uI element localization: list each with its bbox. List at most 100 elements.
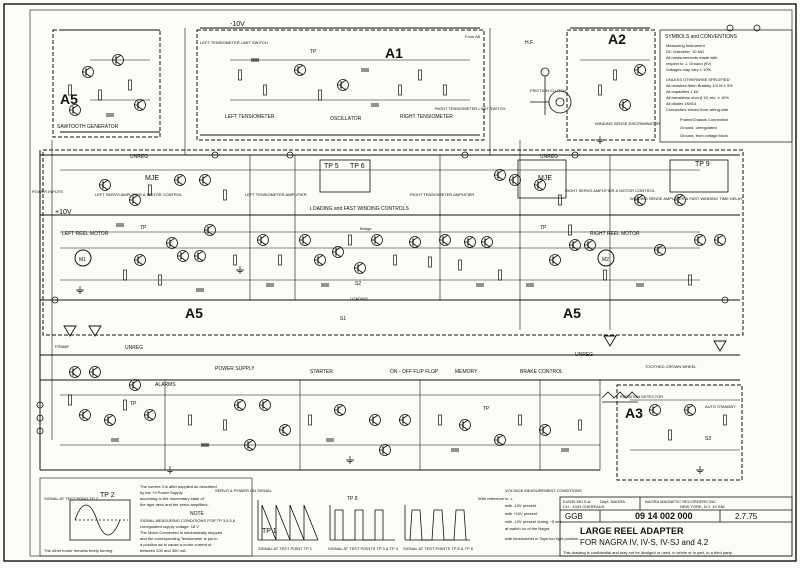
- testpoint-tp6: TP 6: [350, 163, 365, 170]
- block-a3-label: A3: [625, 405, 643, 421]
- label-loading: LOADING: [350, 296, 368, 301]
- component-m1: M1: [79, 257, 86, 263]
- label-on-off-flip-flop: ON - OFF FLIP FLOP: [390, 369, 439, 375]
- component-s2: S2: [355, 281, 361, 287]
- label-minus10v: -10V: [230, 21, 245, 28]
- testpoint-tp4: TP: [540, 225, 547, 231]
- symbols-line12: Frame/Chassis Connection: [680, 117, 728, 122]
- note-line2: by the +9 Power Supply,: [140, 490, 183, 495]
- label-winding-sense-discriminator: WINDING SENSE DISCRIMINATOR: [595, 121, 660, 126]
- voltage-condition-4: with -10V present during ~5 sec: [505, 519, 561, 524]
- label-memory: MEMORY: [455, 369, 478, 375]
- label-plus10v: +10V: [55, 209, 72, 216]
- title-block-us-company: NAGRA MAGNETIC RECORDERS INC.: [645, 499, 717, 504]
- label-left-tensiometer: LEFT TENSIOMETER: [225, 114, 275, 120]
- label-right-reel-motor: RIGHT REEL MOTOR: [590, 231, 640, 237]
- label-loading-fast-winding: LOADING and FAST WINDING CONTROLS: [310, 206, 409, 212]
- note-line8: and the corresponding Tensiometer is put…: [140, 536, 218, 541]
- label-brake-control: BRAKE CONTROL: [520, 369, 563, 375]
- note-title: NOTE: [190, 511, 205, 517]
- voltage-condition-6: with tensiometer in Tape too tight posit…: [505, 536, 578, 541]
- component-m2: M2: [602, 257, 609, 263]
- label-power-supply: POWER SUPPLY: [215, 366, 255, 372]
- label-alarms: ALARMS: [155, 382, 176, 388]
- label-unreg-3: UNREG: [125, 345, 143, 351]
- label-sawtooth-generator: SAWTOOTH GENERATOR: [57, 124, 119, 130]
- label-frame: FRAME: [55, 344, 69, 349]
- symbols-line14: Ground, from voltage block: [680, 133, 728, 138]
- symbols-line8: All capacities 1 kV: [666, 89, 699, 94]
- signal-tp1-caption: SIGNAL AT TEST POINT TP 1: [258, 546, 313, 551]
- symbols-line11: Connectors shown from wiring side: [666, 107, 729, 112]
- symbols-line7: All resistors Allen Bradley 1/4 W ± 5%: [666, 83, 733, 88]
- testpoint-tp2: TP 2: [100, 492, 115, 499]
- label-left-reel-motor: LEFT REEL MOTOR: [62, 231, 109, 237]
- symbols-line2: DC Voltmeter: 10 MΩ: [666, 49, 704, 54]
- title-block-us-address: NEW YORK, N.Y. 10 036: [680, 504, 725, 509]
- voltage-condition-5: at switch on of the Nagra: [505, 526, 550, 531]
- symbols-title: SYMBOLS and CONVENTIONS: [665, 34, 738, 40]
- label-left-servo-amplifier: LEFT SERVO AMPLIFIER & MOTOR CONTROL: [95, 192, 183, 197]
- signal-tp5-caption: SIGNAL AT TEST POINTS TP 5 & TP 6: [403, 546, 474, 551]
- testpoint-tp8: TP 8: [347, 496, 358, 502]
- label-rotation-detector: ROTATION DETECTOR: [620, 394, 663, 399]
- signal-tp3-caption: SIGNAL AT TEST POINTS TP 3 & TP 4: [328, 546, 399, 551]
- voltage-conditions-title: VOLTAGE MEASUREMENT CONDITIONS: [505, 488, 582, 493]
- note-line10: between 200 and 300 mA.: [140, 548, 187, 553]
- note-line11: The other motor remains freely turning.: [44, 548, 113, 553]
- label-power-inputs: POWER INPUTS: [32, 189, 63, 194]
- label-right-servo-amplifier: RIGHT SERVO AMPLIFIER & MOTOR CONTROL: [565, 188, 656, 193]
- block-a5-left-label: A5: [185, 305, 203, 321]
- note-line3: according to the momentary state of: [140, 496, 205, 501]
- component-mje-left: MJE: [145, 175, 159, 182]
- symbols-line9: All transistors ohm β 15, etc. ± 10%: [666, 95, 729, 100]
- label-winding-sense-amplifier: WINDING SENSE AMPLIFIER & FAST WINDING T…: [630, 196, 743, 201]
- component-s1: S1: [340, 316, 346, 322]
- label-left-tensiometer-amplifier: LEFT TENSIOMETER AMPLIFIER: [245, 192, 307, 197]
- label-unreg-1: UNREG: [130, 154, 148, 160]
- note-line4: the tape deck and the servo amplifiers.: [140, 502, 209, 507]
- label-servo-power-on: SERVO & POWER ON SIGNAL: [215, 488, 273, 493]
- title-block-code: GGB: [565, 512, 583, 521]
- signal-tp2-caption: SIGNAL AT TEST POINT TP 2: [44, 496, 99, 501]
- title-block-company: KUDELSKI S.A.: [563, 499, 591, 504]
- title-block-drawing-number: 09 14 002 000: [635, 511, 693, 521]
- label-right-limit-switch: RIGHT TENSIOMETER LIMIT SWITCH: [435, 106, 506, 111]
- label-auto-standby: AUTO STANDBY: [705, 404, 736, 409]
- note-line7: The Motor Connected is mechanically stop…: [140, 530, 222, 535]
- label-right-tensiometer-amplifier: RIGHT TENSIOMETER AMPLIFIER: [410, 192, 474, 197]
- voltage-condition-1: With reference to ⊥: [478, 496, 514, 501]
- label-from-a5: From A5: [465, 34, 481, 39]
- label-starter: STARTER: [310, 369, 333, 375]
- testpoint-tp9: TP 9: [695, 161, 710, 168]
- testpoint-tp1: TP 1: [262, 528, 277, 535]
- testpoint-tp11: TP: [130, 401, 137, 407]
- symbols-line10: All diodes 1N914: [666, 101, 697, 106]
- label-right-tensiometer: RIGHT TENSIOMETER: [400, 114, 453, 120]
- label-oscillator: OSCILLATOR: [330, 116, 362, 122]
- symbols-line3: All measurements made with: [666, 55, 717, 60]
- testpoint-tp3: TP: [140, 225, 147, 231]
- block-a5-right-label: A5: [563, 305, 581, 321]
- title-block-address: CH - 1033 CHESEAUX: [563, 504, 605, 509]
- label-friction-clutch: FRICTION CLUTCH: [530, 88, 566, 93]
- component-mje-right: MJE: [538, 175, 552, 182]
- testpoint-tp5: TP 5: [324, 163, 339, 170]
- title-block-dept: Dept. NAGRA: [600, 499, 625, 504]
- symbols-line13: Ground, unregulated: [680, 125, 717, 130]
- note-line5: SIGNAL MEASURING CONDITIONS FOR TP 3,4,5…: [140, 518, 236, 523]
- title-block-subtitle: FOR NAGRA IV, IV-S, IV-SJ and 4.2: [580, 538, 709, 547]
- symbols-line4: respect to ⊥ Ground (0V): [666, 61, 712, 66]
- block-a2-label: A2: [608, 31, 626, 47]
- label-unreg-2: UNREG: [540, 154, 558, 160]
- title-block-date: 2.7.75: [735, 512, 758, 521]
- label-bridge: Bridge: [360, 226, 372, 231]
- testpoint-tp7: TP: [310, 49, 317, 55]
- testpoint-tp10: TP: [483, 406, 490, 412]
- block-a5-top-label: A5: [60, 91, 78, 107]
- label-toothed-crown-wheel: TOOTHED CROWN WHEEL: [645, 364, 697, 369]
- label-unreg-4: UNREG: [575, 352, 593, 358]
- note-line1: The current 3 is after supplied as descr…: [140, 484, 217, 489]
